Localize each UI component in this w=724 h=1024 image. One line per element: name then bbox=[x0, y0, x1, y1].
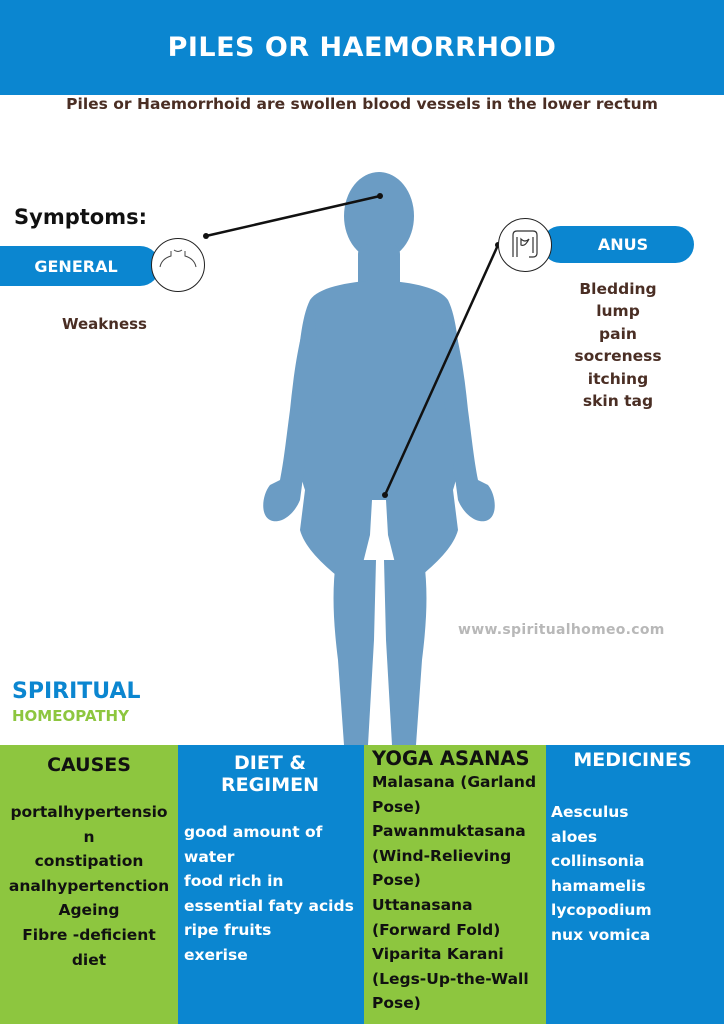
human-body-silhouette bbox=[263, 172, 495, 745]
general-label: GENERAL bbox=[34, 256, 118, 276]
list-item: essential faty acids bbox=[184, 896, 354, 915]
list-item: food rich in bbox=[184, 872, 284, 891]
list-item: Viparita Karani bbox=[372, 945, 504, 964]
yoga-asanas-column: YOGA ASANAS Malasana (Garland Pose) Pawa… bbox=[364, 745, 546, 1024]
list-item: n bbox=[83, 827, 95, 846]
list-item: Ageing bbox=[58, 901, 120, 920]
list-item: nux vomica bbox=[551, 925, 651, 944]
yoga-title: YOGA ASANAS bbox=[372, 747, 530, 770]
list-item: good amount of bbox=[184, 823, 323, 841]
list-item: Pose) bbox=[372, 871, 421, 890]
anus-label: ANUS bbox=[597, 235, 649, 254]
general-pill: GENERAL bbox=[0, 246, 160, 286]
causes-title: CAUSES bbox=[47, 754, 131, 776]
page-title: PILES OR HAEMORRHOID bbox=[167, 32, 557, 63]
anus-pill: ANUS bbox=[542, 226, 694, 263]
diet-title: DIET & REGIMEN bbox=[220, 752, 320, 796]
list-item: Uttanasana bbox=[372, 895, 473, 914]
torso-icon bbox=[151, 238, 205, 292]
list-item: Bledding bbox=[579, 280, 657, 298]
list-item: itching bbox=[587, 369, 649, 388]
list-item: Aesculus bbox=[551, 803, 629, 821]
symptoms-heading: Symptoms: bbox=[14, 205, 147, 229]
list-item: collinsonia bbox=[551, 852, 645, 871]
diet-regimen-column: DIET & REGIMEN good amount of water food… bbox=[178, 745, 364, 1024]
website-watermark: www.spiritualhomeo.com bbox=[458, 622, 665, 638]
list-item: ripe fruits bbox=[184, 921, 272, 940]
brand-logo-homeopathy: HOMEOPATHY bbox=[12, 707, 129, 725]
list-item: pain bbox=[599, 324, 637, 343]
general-symptom-item: Weakness bbox=[62, 315, 147, 333]
list-item: Pose) bbox=[372, 994, 421, 1013]
list-item: diet bbox=[71, 950, 107, 969]
intestine-icon bbox=[498, 218, 552, 272]
list-item: (Legs-Up-the-Wall bbox=[372, 969, 529, 988]
list-item: (Wind-Relieving bbox=[372, 846, 512, 865]
title-banner: PILES OR HAEMORRHOID bbox=[0, 0, 724, 95]
list-item: water bbox=[184, 847, 235, 866]
list-item: hamamelis bbox=[551, 876, 646, 895]
list-item: (Forward Fold) bbox=[372, 920, 501, 939]
medicines-title: MEDICINES bbox=[573, 749, 692, 771]
list-item: Fibre -deficient bbox=[22, 925, 156, 944]
list-item: constipation bbox=[34, 852, 144, 871]
anus-symptom-list: Bledding lump pain socreness itching ski… bbox=[562, 278, 674, 412]
causes-column: CAUSES portalhypertensio n constipation … bbox=[0, 745, 178, 1024]
page-subtitle: Piles or Haemorrhoid are swollen blood v… bbox=[66, 95, 658, 113]
brand-logo-spiritual: SPIRITUAL bbox=[12, 679, 141, 704]
list-item: exerise bbox=[184, 945, 248, 964]
list-item: Malasana (Garland bbox=[372, 773, 537, 791]
list-item: socreness bbox=[574, 347, 662, 366]
list-item: lump bbox=[596, 302, 640, 321]
medicines-column: MEDICINES Aesculus aloes collinsonia ham… bbox=[546, 745, 724, 1024]
list-item: portalhypertensio bbox=[10, 803, 168, 821]
list-item: Pawanmuktasana bbox=[372, 822, 526, 841]
list-item: skin tag bbox=[582, 392, 654, 411]
list-item: Pose) bbox=[372, 797, 421, 816]
list-item: analhypertenction bbox=[8, 876, 170, 895]
list-item: aloes bbox=[551, 827, 598, 846]
list-item: lycopodium bbox=[551, 901, 652, 920]
